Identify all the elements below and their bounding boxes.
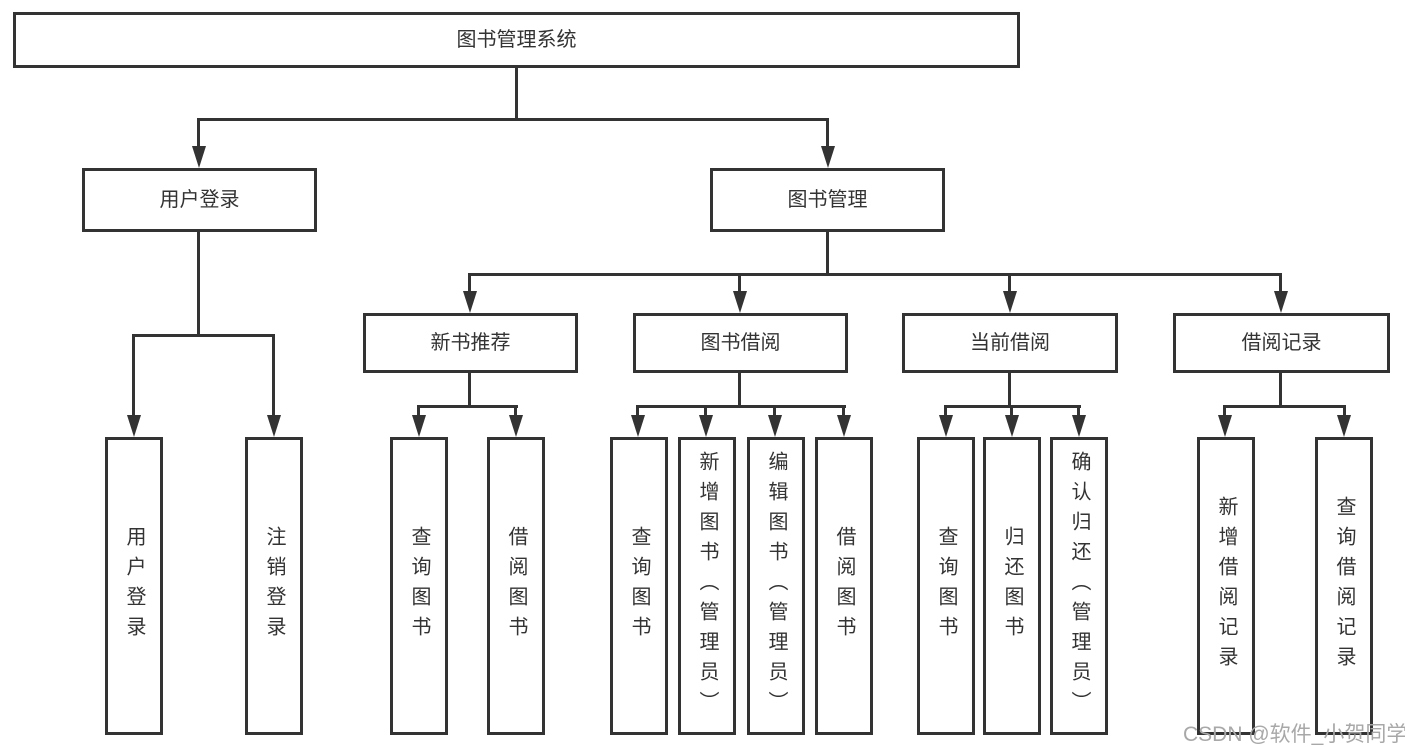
arrow-to-leaf-user-login-icon xyxy=(127,415,141,437)
leaf-label: 借阅图书 xyxy=(833,526,855,646)
arrow-to-new-book-rec-icon xyxy=(463,291,477,313)
leaf-edit-book-admin: 编辑图书（管理员） xyxy=(747,437,805,735)
connector-drop-leaf xyxy=(704,405,707,417)
connector-book-borrowing-stem xyxy=(738,373,741,408)
connector-drop-leaf xyxy=(773,405,776,417)
leaf-label: 查询借阅记录 xyxy=(1333,496,1355,676)
leaf-label: 注销登录 xyxy=(263,526,285,646)
arrow-to-leaf-add-book-icon xyxy=(699,415,713,437)
leaf-label: 新增借阅记录 xyxy=(1215,496,1237,676)
leaf-query-borrow-record: 查询借阅记录 xyxy=(1315,437,1373,735)
connector-drop-leaf xyxy=(417,405,420,417)
leaf-confirm-return-admin: 确认归还（管理员） xyxy=(1050,437,1108,735)
arrow-to-leaf-return-book-icon xyxy=(1005,415,1019,437)
arrow-to-leaf-add-record-icon xyxy=(1218,415,1232,437)
connector-new-book-rec-stem xyxy=(468,373,471,408)
node-borrowing-records: 借阅记录 xyxy=(1173,313,1390,373)
leaf-label: 用户登录 xyxy=(123,526,145,646)
node-current-borrowing: 当前借阅 xyxy=(902,313,1118,373)
leaf-label: 借阅图书 xyxy=(505,526,527,646)
leaf-add-book-admin: 新增图书（管理员） xyxy=(678,437,736,735)
leaf-label: 查询图书 xyxy=(935,526,957,646)
arrow-to-leaf-borrow-book-2-icon xyxy=(837,415,851,437)
node-label: 新书推荐 xyxy=(430,332,511,354)
node-label: 当前借阅 xyxy=(970,332,1050,354)
csdn-watermark: CSDN @软件_小贺同学 xyxy=(1183,723,1405,746)
connector-new-book-rec-hbar xyxy=(417,405,518,408)
arrow-to-leaf-query-book-3-icon xyxy=(939,415,953,437)
node-book-borrowing: 图书借阅 xyxy=(633,313,848,373)
leaf-query-book-3: 查询图书 xyxy=(917,437,975,735)
connector-drop-leaf xyxy=(944,405,947,417)
arrow-to-leaf-query-book-2-icon xyxy=(631,415,645,437)
connector-drop-leaf xyxy=(636,405,639,417)
connector-root-stem xyxy=(515,68,518,118)
leaf-label: 查询图书 xyxy=(628,526,650,646)
connector-user-login-hbar xyxy=(132,334,275,337)
arrow-to-user-login-group-icon xyxy=(192,146,206,168)
connector-drop-user-login-group xyxy=(197,118,200,150)
leaf-label: 新增图书（管理员） xyxy=(696,451,718,721)
connector-drop-leaf xyxy=(1343,405,1346,417)
arrow-to-leaf-confirm-return-icon xyxy=(1072,415,1086,437)
leaf-borrow-book-2: 借阅图书 xyxy=(815,437,873,735)
connector-drop-new-book-rec xyxy=(468,273,471,293)
node-user-login-group: 用户登录 xyxy=(82,168,317,232)
leaf-query-book-2: 查询图书 xyxy=(610,437,668,735)
connector-current-borrowing-stem xyxy=(1008,373,1011,408)
node-book-management: 图书管理 xyxy=(710,168,945,232)
arrow-to-leaf-edit-book-icon xyxy=(768,415,782,437)
connector-root-hbar xyxy=(197,118,829,121)
leaf-query-book-1: 查询图书 xyxy=(390,437,448,735)
node-label: 借阅记录 xyxy=(1241,332,1322,354)
leaf-label: 确认归还（管理员） xyxy=(1068,451,1090,721)
arrow-to-leaf-query-record-icon xyxy=(1337,415,1351,437)
connector-drop-leaf xyxy=(1077,405,1080,417)
arrow-to-leaf-borrow-book-1-icon xyxy=(509,415,523,437)
arrow-to-book-borrowing-icon xyxy=(733,291,747,313)
connector-book-mgmt-stem xyxy=(826,232,829,273)
leaf-label: 查询图书 xyxy=(408,526,430,646)
node-label: 图书管理 xyxy=(787,189,868,211)
connector-drop-leaf-logout xyxy=(272,334,275,417)
leaf-logout: 注销登录 xyxy=(245,437,303,735)
leaf-add-borrow-record: 新增借阅记录 xyxy=(1197,437,1255,735)
connector-drop-current-borrowing xyxy=(1008,273,1011,293)
connector-book-mgmt-hbar xyxy=(468,273,1281,276)
connector-drop-leaf-user-login xyxy=(132,334,135,417)
connector-borrowing-records-stem xyxy=(1279,373,1282,408)
leaf-user-login: 用户登录 xyxy=(105,437,163,735)
connector-borrowing-records-hbar xyxy=(1223,405,1346,408)
connector-drop-book-management xyxy=(826,118,829,150)
connector-user-login-stem xyxy=(197,232,200,334)
connector-drop-leaf xyxy=(1010,405,1013,417)
node-label: 图书借阅 xyxy=(700,332,781,354)
arrow-to-borrowing-records-icon xyxy=(1274,291,1288,313)
connector-drop-borrowing-records xyxy=(1279,273,1282,293)
connector-drop-leaf xyxy=(514,405,517,417)
node-library-management-system: 图书管理系统 xyxy=(13,12,1020,68)
leaf-borrow-book-1: 借阅图书 xyxy=(487,437,545,735)
connector-drop-leaf xyxy=(1223,405,1226,417)
leaf-label: 编辑图书（管理员） xyxy=(765,451,787,721)
arrow-to-current-borrowing-icon xyxy=(1003,291,1017,313)
arrow-to-leaf-query-book-1-icon xyxy=(412,415,426,437)
node-label: 用户登录 xyxy=(159,189,240,211)
leaf-return-book: 归还图书 xyxy=(983,437,1041,735)
node-new-book-recommendation: 新书推荐 xyxy=(363,313,578,373)
connector-book-borrowing-hbar xyxy=(636,405,846,408)
arrow-to-book-management-icon xyxy=(821,146,835,168)
leaf-label: 归还图书 xyxy=(1001,526,1023,646)
connector-drop-book-borrowing xyxy=(738,273,741,293)
node-label: 图书管理系统 xyxy=(456,29,577,51)
arrow-to-leaf-logout-icon xyxy=(267,415,281,437)
connector-drop-leaf xyxy=(842,405,845,417)
